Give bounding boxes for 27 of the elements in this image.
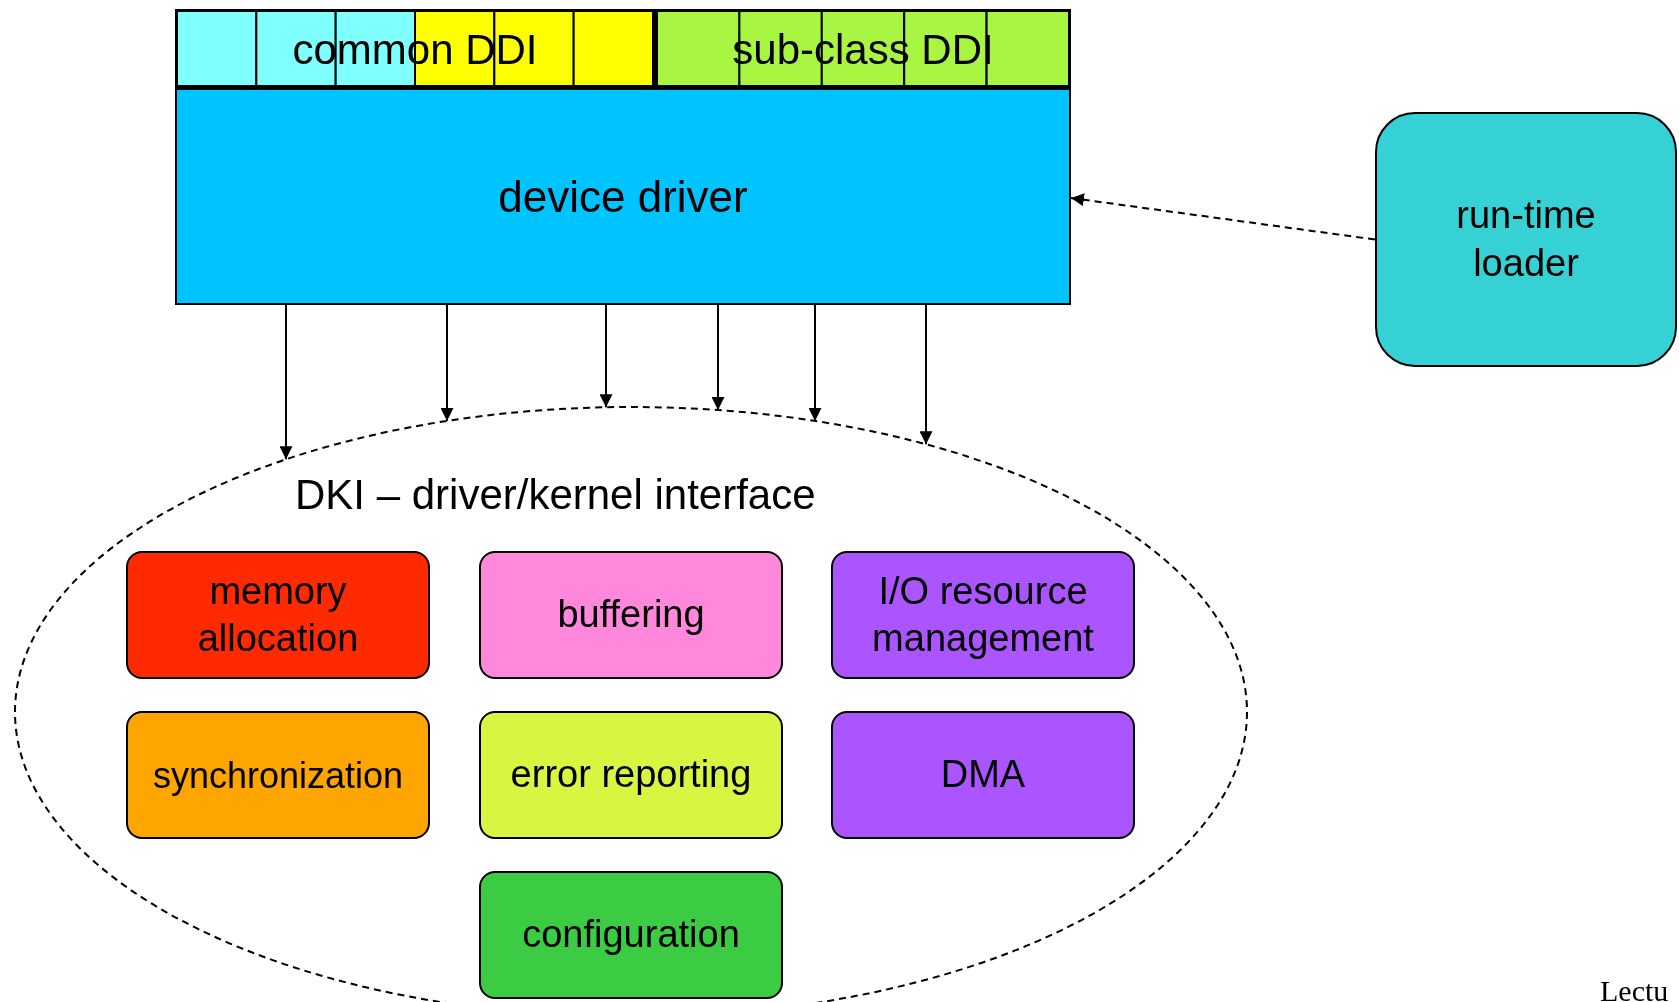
node-label: synchronization — [152, 753, 404, 798]
service-box — [126, 551, 430, 679]
node-label: memory allocation — [196, 568, 360, 661]
service-box — [479, 871, 783, 999]
arrow — [919, 304, 933, 446]
footer-text: Lectu — [1600, 973, 1669, 1002]
arrow — [711, 304, 725, 412]
node-label: device driver — [498, 171, 748, 223]
service-box — [126, 711, 430, 839]
node-label: configuration — [522, 912, 740, 958]
service-box — [479, 711, 783, 839]
node-label: DKI – driver/kernel interface — [295, 470, 816, 520]
arrow — [808, 304, 822, 422]
service-box — [479, 551, 783, 679]
service-box — [831, 711, 1135, 839]
node-label: buffering — [557, 592, 705, 638]
service-box — [831, 551, 1135, 679]
arrow — [279, 304, 293, 461]
node-label: error reporting — [510, 752, 752, 798]
driver-box — [175, 88, 1071, 305]
node-label: I/O resource management — [871, 568, 1095, 661]
node-label: run-time loader — [1455, 193, 1597, 286]
node-label: DMA — [940, 752, 1026, 798]
dashed-arrow — [1070, 193, 1376, 241]
arrow — [440, 304, 454, 422]
arrow — [599, 304, 613, 409]
loader-box — [1375, 112, 1677, 367]
